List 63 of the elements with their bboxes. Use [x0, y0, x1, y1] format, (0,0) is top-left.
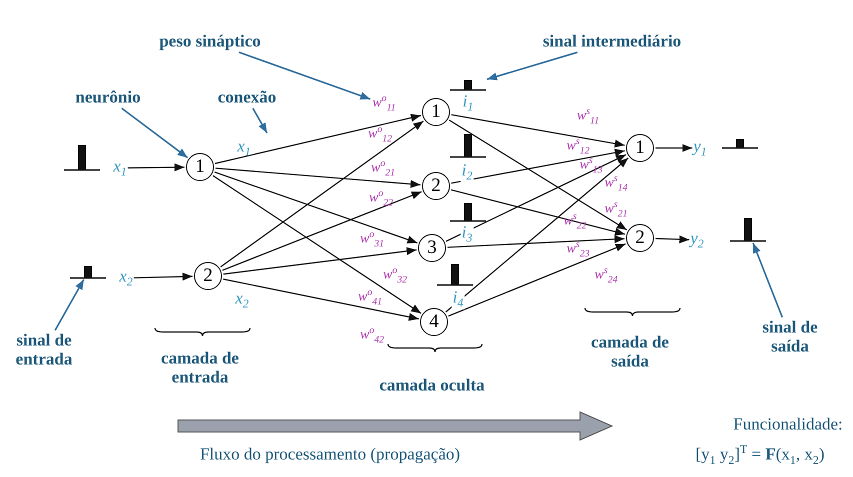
arrow	[134, 272, 193, 281]
variable-label: y$_{2}$	[690, 229, 704, 251]
arrow	[223, 278, 419, 321]
arrow	[448, 243, 626, 317]
neuron-circle: 3	[418, 234, 446, 262]
leader-arrow	[486, 52, 578, 80]
leader-arrow	[252, 108, 268, 134]
leader-arrow	[121, 108, 188, 158]
leader-arrow	[54, 279, 84, 331]
arrow	[220, 120, 424, 268]
variable-label: x$_{2}$	[235, 289, 249, 311]
signal-pulse-icon	[70, 266, 106, 278]
neuron-circle: 1	[422, 98, 450, 126]
neuron-circle: 4	[420, 308, 448, 336]
signal-pulse-icon	[722, 139, 758, 149]
layer-label: camada de saída	[590, 333, 670, 371]
annotation-text: conexão	[218, 88, 276, 108]
arrow	[222, 191, 422, 271]
signal-pulse-icon	[64, 145, 100, 171]
arrow	[656, 144, 692, 152]
neuron-circle: 2	[422, 172, 450, 200]
arrow	[447, 235, 625, 248]
leader-arrow	[752, 242, 784, 318]
arrow	[451, 114, 625, 148]
variable-label: x$_{2}$	[119, 267, 133, 289]
arrow	[214, 114, 422, 164]
arrow	[451, 148, 625, 184]
neuron-circle: 1	[626, 134, 654, 162]
annotation-text: sinal intermediário	[542, 32, 682, 52]
neuron-circle: 2	[194, 262, 222, 290]
leader-arrow	[238, 52, 371, 100]
layer-label: camada de entrada	[160, 349, 240, 387]
variable-label: i$_{2}$	[460, 161, 474, 183]
signal-pulse-icon	[450, 202, 486, 222]
arrow	[214, 172, 418, 244]
variable-label: y$_{1}$	[693, 137, 707, 159]
arrow	[223, 247, 417, 275]
variable-label: i$_{3}$	[460, 223, 474, 245]
variable-label: x$_{1}$	[237, 137, 251, 159]
arrow	[128, 163, 184, 172]
signal-pulse-icon	[437, 264, 473, 286]
signal-pulse-icon	[450, 134, 486, 158]
annotation-text: peso sináptico	[159, 32, 261, 52]
annotation-text: sinal de entrada	[0, 331, 89, 369]
annotation-text: sinal de saída	[750, 318, 830, 356]
arrow	[212, 175, 422, 314]
signal-pulse-icon	[730, 218, 766, 242]
arrow	[215, 168, 421, 188]
neuron-circle: 1	[186, 153, 214, 181]
variable-label: x$_{1}$	[113, 157, 127, 179]
arrow	[446, 154, 626, 242]
heading-text: Funcionalidade:	[733, 416, 843, 434]
formula-text: [y$_{1}$ y$_{2}$]$^{T}$ = F(x$_{1}$, x$_{2}$)	[696, 442, 824, 468]
arrow	[450, 189, 626, 236]
arrow	[655, 235, 690, 244]
neuron-circle: 2	[626, 224, 654, 252]
annotation-text: neurônio	[75, 88, 141, 108]
signal-pulse-icon	[450, 80, 486, 90]
layer-label: camada oculta	[379, 376, 485, 396]
variable-label: i$_{4}$	[452, 288, 464, 310]
flow-caption: Fluxo do processamento (propagação)	[200, 446, 460, 464]
arrow	[445, 158, 629, 312]
arrow	[448, 120, 628, 230]
